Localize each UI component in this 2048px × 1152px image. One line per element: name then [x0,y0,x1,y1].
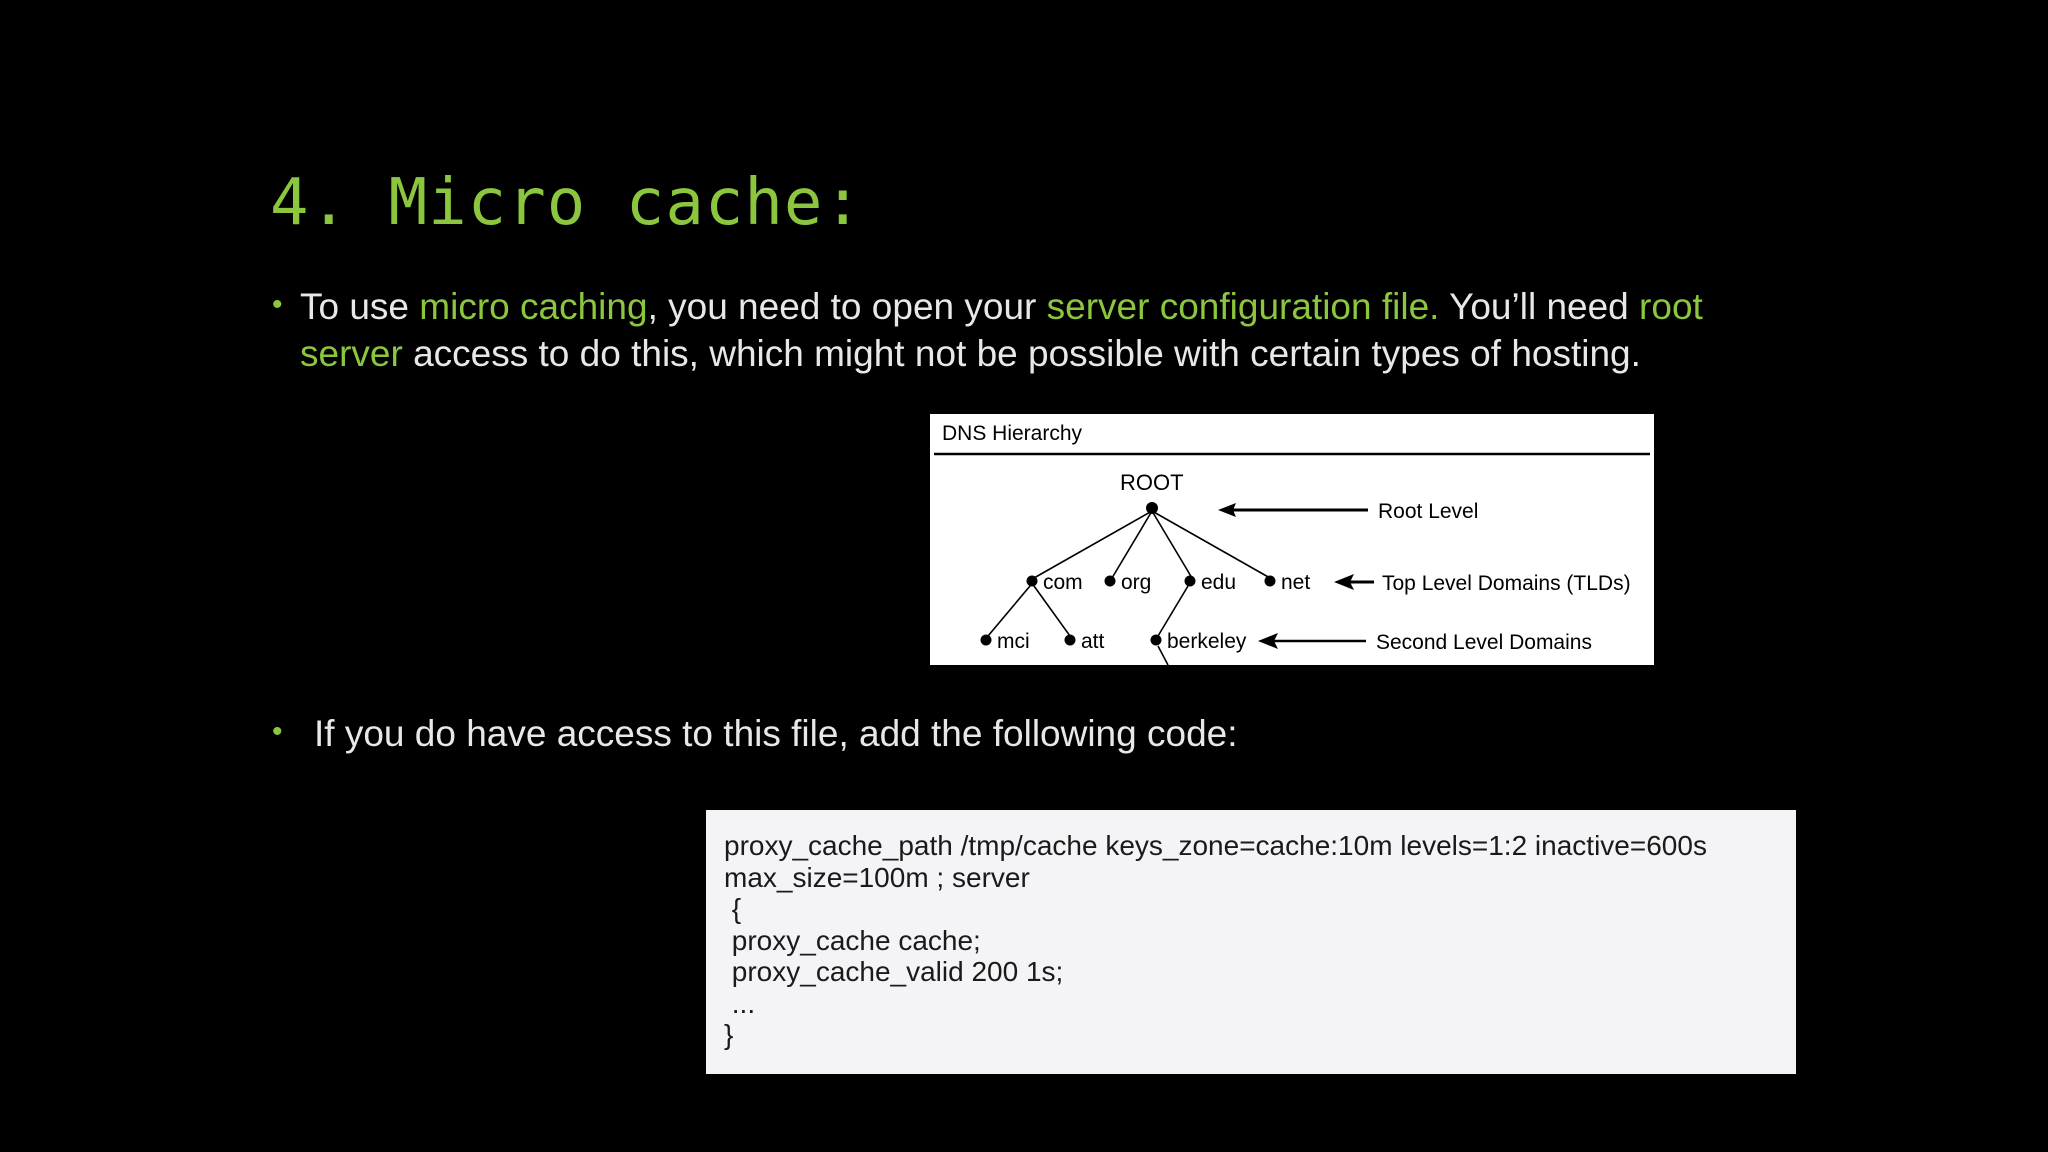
code-line: max_size=100m ; server [724,861,1030,893]
bullet-item-2: • If you do have access to this file, ad… [272,710,1772,757]
bullet-1-segment-3: server configuration file. [1046,286,1440,327]
sld-level-label: Second Level Domains [1376,631,1592,654]
tld-edu-dot [1184,575,1196,587]
sld-mci-dot [980,634,992,646]
edge-com-mci [987,585,1031,637]
code-block: proxy_cache_path /tmp/cache keys_zone=ca… [706,810,1796,1074]
bullet-1-segment-0: To use [300,286,420,327]
edge-root-net [1151,510,1271,579]
bullet-1-segment-1: micro caching [419,286,648,327]
sld-att-label: att [1081,630,1105,653]
code-line: { [724,893,742,924]
root-node-dot [1146,502,1158,514]
bullet-text-1: To use micro caching, you need to open y… [300,283,1792,377]
tld-org-label: org [1121,571,1151,594]
bullet-text-2: If you do have access to this file, add … [314,713,1238,754]
page-title: 4. Micro cache: [270,166,863,240]
code-line: proxy_cache cache; [724,924,981,956]
tld-net-dot [1264,575,1276,587]
sld-berkeley-dot [1150,634,1162,646]
root-level-arrow-head [1218,503,1236,517]
edge-com-att [1033,585,1071,637]
edge-root-com [1033,510,1153,579]
bullet-1-segment-2: , you need to open your [647,286,1047,327]
bullet-item-1: • To use micro caching, you need to open… [272,283,1792,377]
tld-net-label: net [1281,571,1310,594]
figure-caption: DNS Hierarchy [942,422,1083,445]
edge-edu-berkeley [1157,585,1189,637]
bullet-1-segment-6: access to do this, which might not be po… [402,333,1641,374]
tld-com-label: com [1043,571,1083,594]
edge-root-edu [1151,510,1193,579]
tld-com-dot [1026,575,1038,587]
sld-berkeley-label: berkeley [1167,630,1247,653]
bullet-1-segment-5: root server [300,286,1703,374]
bullet-marker-icon: • [272,715,283,748]
code-line: proxy_cache_valid 200 1s; [724,956,1064,987]
tld-edu-label: edu [1201,571,1236,594]
tld-arrow-head [1334,574,1354,590]
tld-level-label: Top Level Domains (TLDs) [1382,572,1631,595]
code-line: } [724,1019,734,1050]
dns-hierarchy-figure: DNS Hierarchy ROOT Root Level com org ed… [928,412,1656,667]
bullet-marker-icon: • [272,288,283,321]
code-line: ... [724,987,756,1019]
edge-root-org [1111,510,1153,579]
sld-att-dot [1064,634,1076,646]
sld-mci-label: mci [997,630,1030,653]
tld-org-dot [1104,575,1116,587]
dns-hierarchy-svg: DNS Hierarchy ROOT Root Level com org ed… [930,414,1654,665]
edge-berkeley-down [1157,645,1169,665]
sld-arrow-head [1258,633,1278,649]
root-level-label: Root Level [1378,500,1478,523]
bullet-1-segment-4: You’ll need [1439,286,1640,327]
figure-background [930,414,1654,665]
code-line: proxy_cache_path /tmp/cache keys_zone=ca… [724,830,1707,861]
root-node-label: ROOT [1120,470,1184,495]
